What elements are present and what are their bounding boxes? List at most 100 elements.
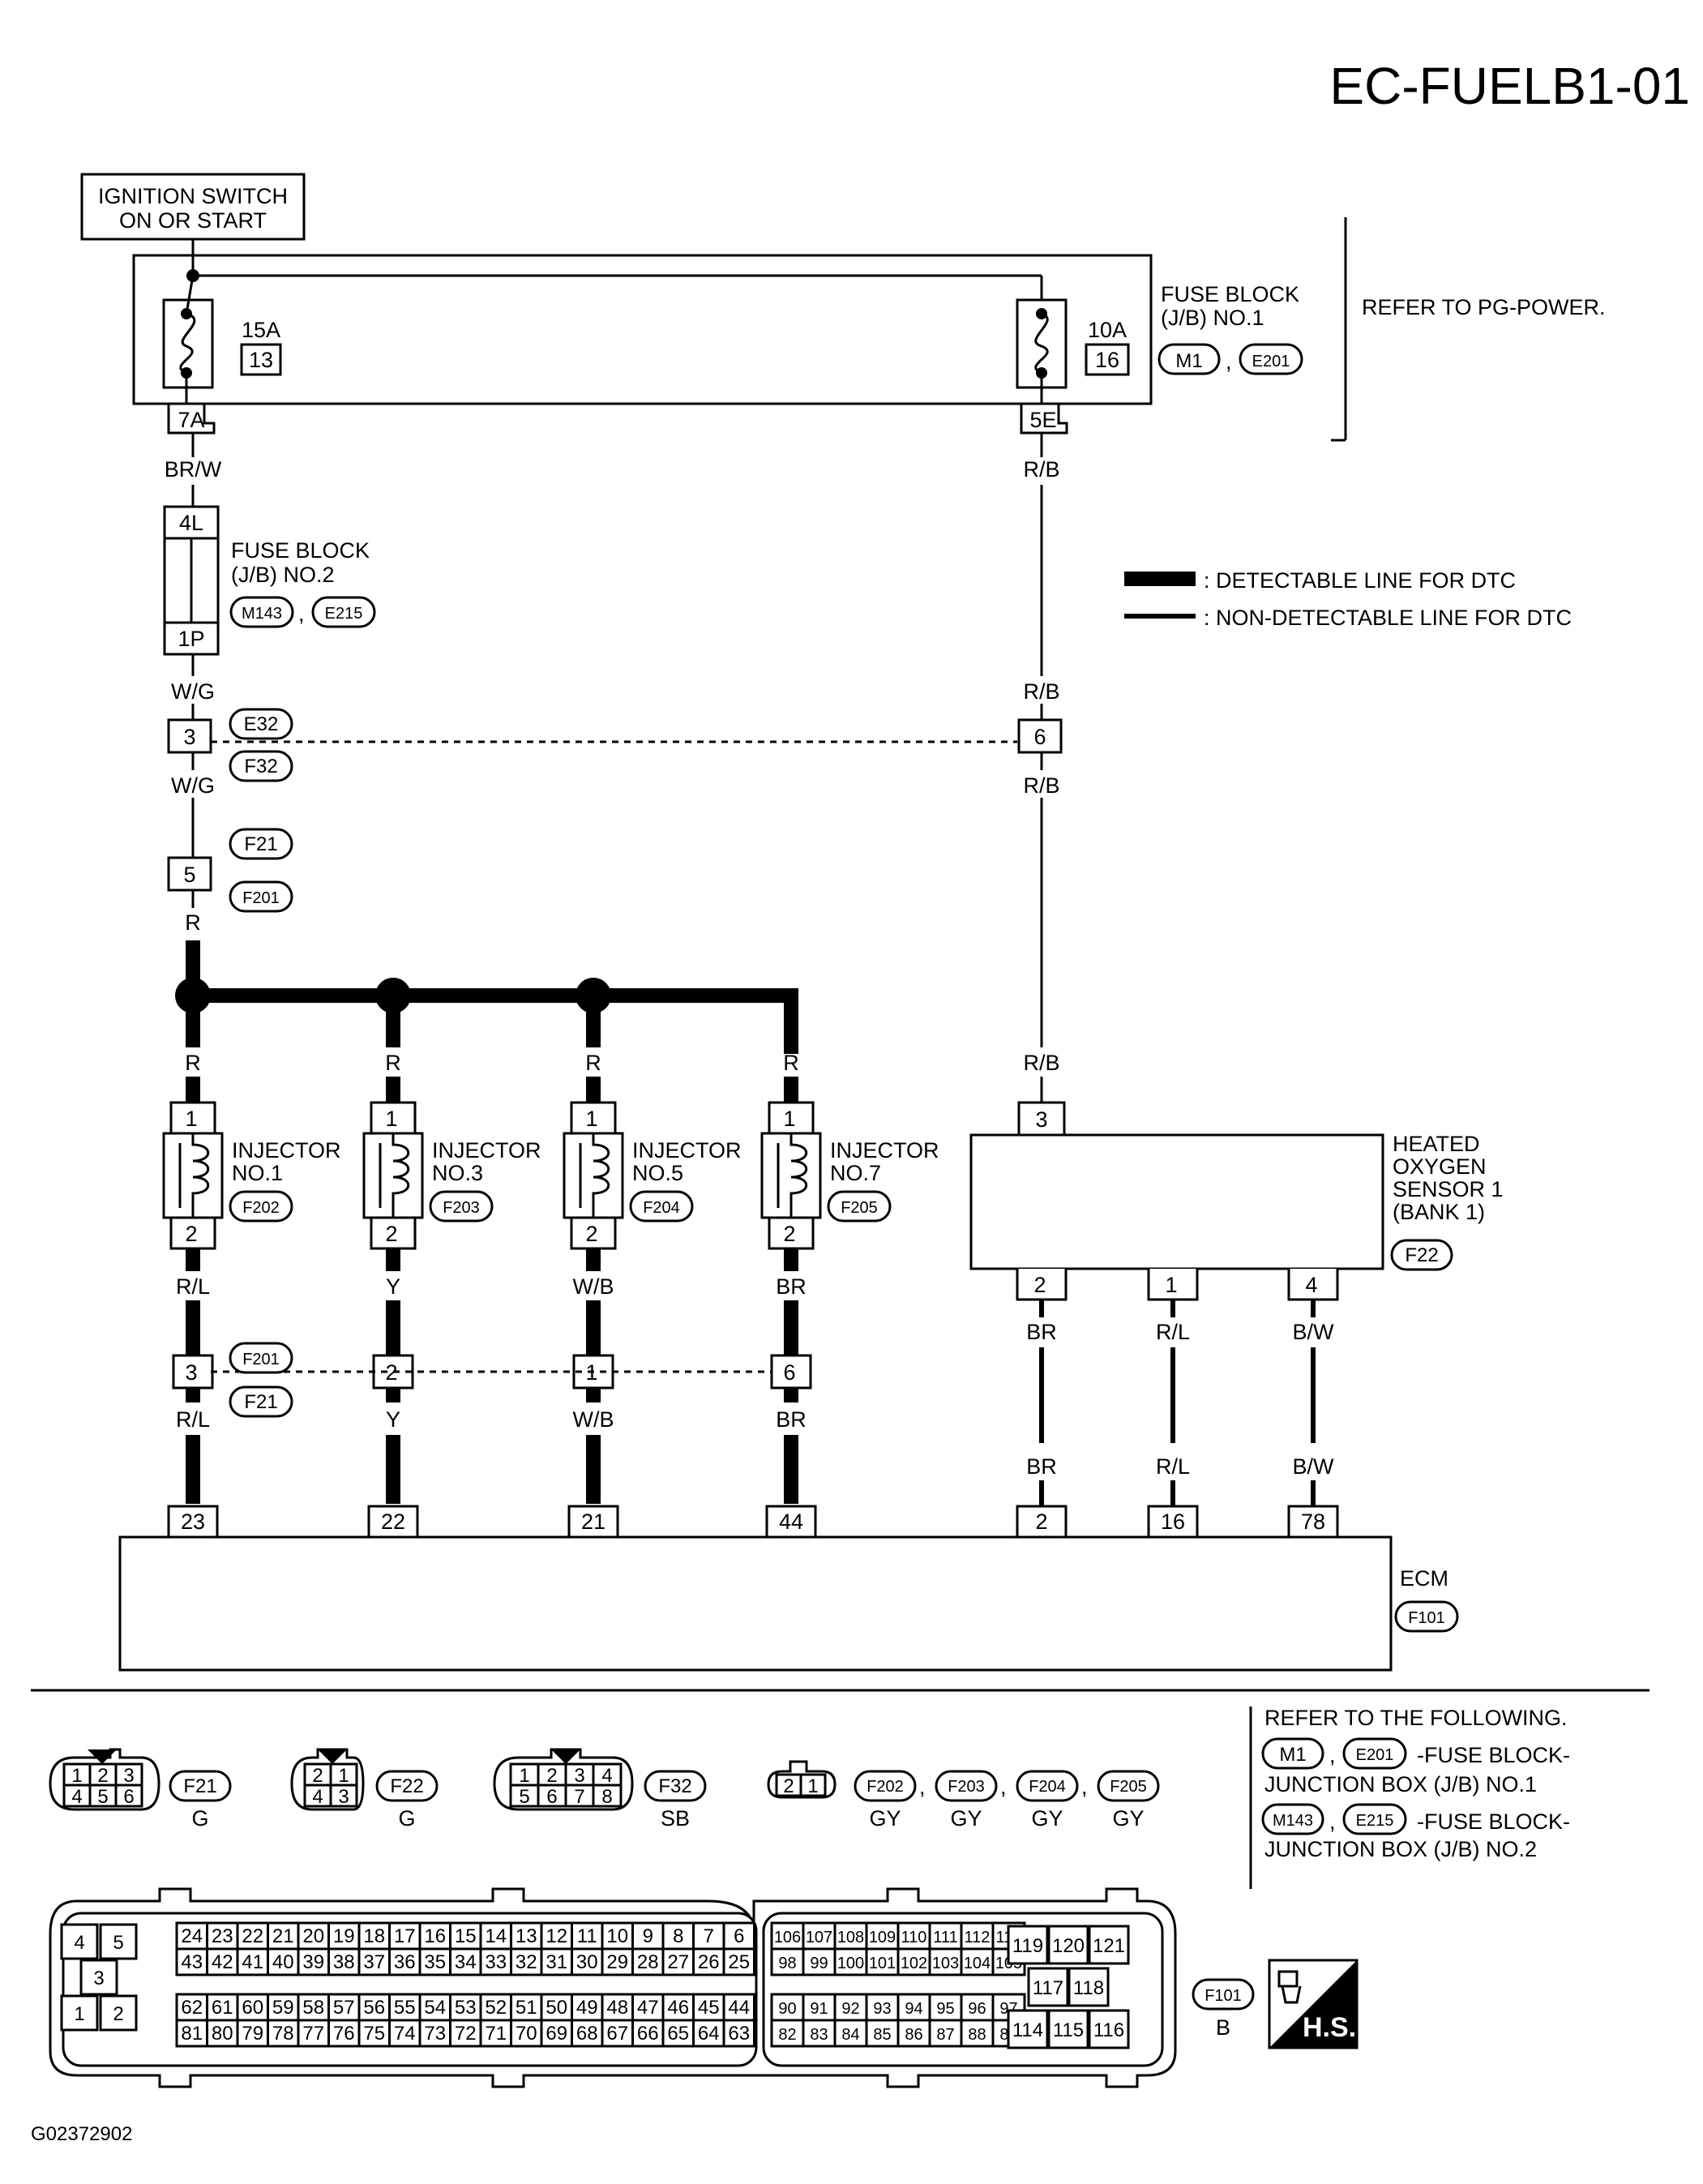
ecm-pin: 40 — [272, 1951, 294, 1973]
ecm-pin: 92 — [841, 2000, 859, 2018]
ecm-pin-number: 2 — [1035, 1510, 1047, 1534]
ecm-pin: 63 — [728, 2023, 750, 2045]
ecm-pin: 61 — [212, 1997, 233, 2019]
f32-pin-7: 7 — [574, 1786, 584, 1808]
conn-f101: F101 — [1408, 1609, 1445, 1627]
conn-f22-view: F22 — [390, 1775, 423, 1797]
ecm-pin: 46 — [667, 1997, 689, 2019]
wire-out-label: Y — [386, 1274, 400, 1299]
fuse-block1-line1: FUSE BLOCK — [1161, 282, 1299, 306]
hos-line4: (BANK 1) — [1393, 1200, 1485, 1224]
ecm-pin: 76 — [333, 2023, 355, 2045]
ignition-line1: IGNITION SWITCH — [98, 184, 288, 208]
ecm-pin: 33 — [485, 1951, 507, 1973]
ecm-pin: 101 — [869, 1955, 896, 1972]
wire-in-label: R — [783, 1051, 799, 1075]
ecm-pin: 112 — [965, 1929, 991, 1946]
conn-f21-joint: F21 — [244, 1391, 277, 1413]
refer-following: REFER TO THE FOLLOWING. M1 , E201 -FUSE … — [1261, 1706, 1570, 1861]
hos-output-2: 2BRBR2O2HFL — [1006, 1269, 1077, 1563]
injector-label: INJECTOR — [232, 1138, 341, 1163]
ecm-pin-number: 78 — [1301, 1510, 1325, 1534]
e32-pin-6: 6 — [1033, 725, 1046, 749]
ecm-label: ECM — [1400, 1566, 1448, 1591]
connector-view-injectors: 2 1 F202 , F203 , F204 , F205 GY GY GY G… — [767, 1760, 1160, 1831]
wire-out-label: BR — [776, 1274, 807, 1299]
f32-color: SB — [661, 1806, 690, 1831]
conn-f202-view: F202 — [866, 1778, 904, 1796]
page-code: EC-FUELB1-01 — [1329, 57, 1690, 115]
refer-1-text1: -FUSE BLOCK- — [1417, 1743, 1570, 1767]
connector-view-f22: 2 1 4 3 F22 G — [290, 1748, 439, 1831]
connector-view-f32: 1 2 3 4 5 6 7 8 F32 SB — [493, 1748, 707, 1831]
injector-number: NO.5 — [632, 1161, 683, 1185]
f101-color: B — [1216, 2015, 1230, 2040]
ecm-pin-number: 22 — [381, 1510, 405, 1534]
ecm-pin: 81 — [181, 2023, 203, 2045]
refer-m1: M1 — [1279, 1744, 1306, 1766]
refer-1-text2: JUNCTION BOX (J/B) NO.1 — [1264, 1772, 1537, 1796]
f22-pin-4: 4 — [312, 1786, 323, 1808]
ecm-pin: 22 — [242, 1925, 263, 1947]
ecm-pin: 43 — [181, 1951, 203, 1973]
ecm-pin: 84 — [841, 2026, 859, 2044]
ecm-pin: 25 — [728, 1951, 750, 1973]
ecm-pin: 1 — [74, 2003, 84, 2025]
ecm-pin: 107 — [806, 1929, 832, 1946]
ecm-pin: 121 — [1093, 1935, 1125, 1957]
f204-color: GY — [1031, 1806, 1063, 1831]
ecm-pin: 88 — [968, 2026, 986, 2044]
legend: : DETECTABLE LINE FOR DTC : NON-DETECTAB… — [1124, 568, 1572, 630]
ecm-pin: 6 — [734, 1925, 744, 1947]
ecm-pin: 12 — [546, 1925, 567, 1947]
hos-wire-label: B/W — [1293, 1320, 1335, 1344]
hs-badge-text: H.S. — [1303, 2012, 1356, 2043]
f202-color: GY — [869, 1806, 901, 1831]
f21-pin-5: 5 — [183, 863, 195, 887]
injector-number: NO.7 — [830, 1161, 881, 1185]
inj-view-pin-2: 2 — [783, 1775, 794, 1797]
injector-joint: F201 F21 — [211, 1342, 772, 1418]
ecm-pin: 117 — [1033, 1977, 1063, 1999]
joint-pin: 2 — [385, 1360, 397, 1385]
ecm-pin: 104 — [964, 1955, 991, 1972]
wire-in-label: R — [185, 1051, 201, 1075]
ecm-pin: 39 — [302, 1951, 324, 1973]
f22-color: G — [398, 1806, 415, 1831]
hs-badge-icon: H.S. — [1268, 1959, 1359, 2049]
wire-rb-4: R/B — [1023, 1051, 1059, 1075]
fuse-block2-line1: FUSE BLOCK — [231, 538, 370, 563]
left-chain: 7A BR/W 4L 1P FUSE BLOCK (J/B) NO.2 M143… — [163, 402, 1017, 1001]
svg-text:,: , — [298, 602, 305, 626]
ecm-pin: 41 — [242, 1951, 263, 1973]
conn-f201-joint: F201 — [242, 1351, 280, 1368]
wire-brw: BR/W — [165, 457, 222, 482]
fuse-block-2: 4L 1P FUSE BLOCK (J/B) NO.2 M143 , E215 — [163, 505, 376, 656]
ecm-pin: 95 — [936, 2000, 954, 2018]
terminal-1p: 1P — [178, 627, 204, 651]
hos-line2: OXYGEN — [1393, 1154, 1487, 1179]
ecm-pin: 70 — [516, 2023, 537, 2045]
injector-pin-in: 1 — [385, 1107, 397, 1131]
connector-view-f21: 1 2 3 4 5 6 F21 G — [49, 1748, 232, 1831]
hos-pin-3: 3 — [1035, 1107, 1047, 1132]
ecm-pin: 75 — [363, 2023, 385, 2045]
wire-rb-1: R/B — [1023, 457, 1059, 482]
conn-f32-view: F32 — [658, 1775, 691, 1797]
ecm-pin: 52 — [485, 1997, 507, 2019]
injector-pin-out: 2 — [783, 1222, 795, 1246]
hos-out-pin: 4 — [1305, 1273, 1317, 1297]
refer-title: REFER TO THE FOLLOWING. — [1264, 1706, 1568, 1730]
conn-f101-view: F101 — [1205, 1987, 1242, 2005]
ecm-pin: 53 — [455, 1997, 477, 2019]
ecm-pin: 3 — [93, 1968, 104, 1989]
ecm-pin: 11 — [577, 1925, 597, 1947]
f21-pin-5-view: 5 — [97, 1786, 108, 1808]
ecm: ECM F101 — [118, 1535, 1459, 1672]
wire-rb-3: R/B — [1023, 773, 1059, 798]
f32-pin-3: 3 — [574, 1765, 584, 1787]
right-chain: 5E R/B R/B 6 R/B R/B — [1017, 402, 1068, 1103]
injector-number: NO.1 — [232, 1161, 283, 1185]
